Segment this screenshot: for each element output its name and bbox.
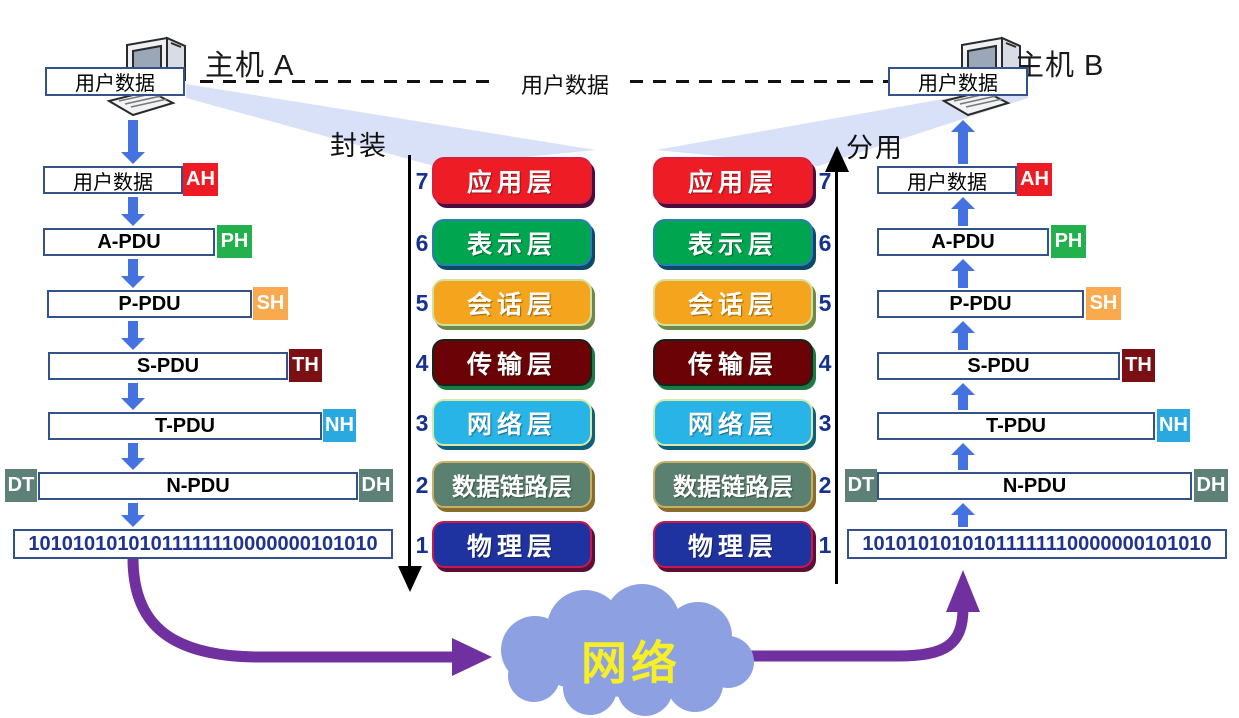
up-arrow-icon: [951, 197, 975, 226]
encapsulation-arrowhead-icon: [398, 566, 422, 592]
osi-layer-datalink: 数据链路层: [432, 461, 592, 508]
down-arrow-icon: [121, 503, 145, 527]
header-tag-nh: NH: [323, 409, 356, 442]
network-cloud: [501, 584, 754, 716]
osi-layer-presentation: 表示层: [653, 219, 813, 266]
pdu-row-p-pdu: P-PDU: [877, 290, 1084, 318]
host-a-label: 主机 A: [205, 50, 295, 82]
layer-number: 1: [818, 532, 832, 558]
layer-number: 7: [818, 168, 832, 194]
bitstream-box-left: 10101010101011111110000000101010: [13, 529, 393, 559]
demultiplexing-arrowhead-icon: [825, 146, 849, 172]
osi-layer-presentation: 表示层: [432, 219, 592, 266]
down-arrow-icon: [121, 197, 145, 226]
header-tag-nh: NH: [1157, 409, 1190, 442]
layer-number: 4: [818, 350, 832, 376]
demultiplexing-beam: [656, 84, 1028, 166]
pdu-row-a-pdu: A-PDU: [43, 228, 215, 256]
osi-layer-transport: 传输层: [432, 339, 592, 386]
link-dashed-line-left: [200, 80, 497, 83]
layer-number: 3: [415, 410, 429, 436]
flow-arrowhead-up: [946, 570, 980, 612]
flow-arrow-from-network: [747, 607, 969, 662]
layer-number: 2: [818, 472, 832, 498]
down-arrow-icon: [121, 321, 145, 350]
trailer-tag-dt: DT: [5, 469, 37, 502]
header-tag-ah: AH: [183, 163, 218, 196]
network-cloud-label: 网络: [581, 637, 681, 689]
pdu-row-a-pdu: A-PDU: [877, 228, 1049, 256]
demultiplexing-label: 分用: [846, 133, 904, 163]
pdu-row-s-pdu: S-PDU: [877, 352, 1120, 380]
host-b-label: 主机 B: [1015, 50, 1105, 82]
pdu-row-t-pdu: T-PDU: [48, 412, 322, 440]
layer-number: 7: [415, 168, 429, 194]
layer-number: 2: [415, 472, 429, 498]
header-tag-dh: DH: [359, 469, 393, 502]
layer-number: 6: [818, 230, 832, 256]
osi-layer-physical: 物理层: [653, 521, 813, 568]
down-arrow-icon: [121, 120, 145, 164]
header-tag-th: TH: [289, 349, 322, 382]
bitstream-box-right: 10101010101011111110000000101010: [847, 529, 1227, 559]
layer-number: 6: [415, 230, 429, 256]
layer-number: 5: [818, 290, 832, 316]
pdu-row-user-data: 用户数据: [43, 166, 183, 194]
osi-layer-network: 网络层: [653, 399, 813, 446]
up-arrow-icon: [951, 321, 975, 350]
osi-layer-physical: 物理层: [432, 521, 592, 568]
down-arrow-icon: [121, 443, 145, 470]
layer-number: 5: [415, 290, 429, 316]
host-a-user-data-box: 用户数据: [45, 67, 185, 96]
pdu-row-s-pdu: S-PDU: [48, 352, 288, 380]
flow-arrow-to-network: [127, 557, 452, 663]
osi-layer-application: 应用层: [432, 157, 592, 204]
encapsulation-label: 封装: [330, 131, 388, 161]
link-user-data-label: 用户数据: [520, 73, 609, 98]
layer-number: 3: [818, 410, 832, 436]
layer-number: 4: [415, 350, 429, 376]
header-tag-dh: DH: [1194, 469, 1228, 502]
header-tag-sh: SH: [253, 287, 288, 320]
down-arrow-icon: [121, 383, 145, 410]
up-arrow-icon: [951, 443, 975, 470]
osi-layer-session: 会话层: [432, 279, 592, 326]
header-tag-sh: SH: [1086, 287, 1121, 320]
pdu-row-t-pdu: T-PDU: [877, 412, 1155, 440]
osi-layer-application: 应用层: [653, 157, 813, 204]
pdu-row-p-pdu: P-PDU: [47, 290, 252, 318]
header-tag-ph: PH: [1051, 225, 1086, 258]
pdu-row-user-data: 用户数据: [877, 166, 1017, 194]
layer-number: 1: [415, 532, 429, 558]
up-arrow-icon: [951, 259, 975, 288]
up-arrow-icon: [951, 503, 975, 527]
osi-layer-session: 会话层: [653, 279, 813, 326]
up-arrow-icon: [951, 383, 975, 410]
osi-layer-datalink: 数据链路层: [653, 461, 813, 508]
encapsulation-beam: [186, 84, 596, 166]
host-b-user-data-box: 用户数据: [888, 67, 1028, 96]
trailer-tag-dt: DT: [845, 469, 877, 502]
up-arrow-icon: [951, 120, 975, 164]
header-tag-ah: AH: [1017, 163, 1052, 196]
link-dashed-line-right: [630, 80, 888, 83]
pdu-row-n-pdu: N-PDU: [877, 472, 1192, 500]
pdu-row-n-pdu: N-PDU: [38, 472, 358, 500]
down-arrow-icon: [121, 259, 145, 288]
flow-arrowhead-right: [452, 638, 492, 676]
osi-layer-transport: 传输层: [653, 339, 813, 386]
header-tag-th: TH: [1122, 349, 1155, 382]
header-tag-ph: PH: [217, 225, 252, 258]
demultiplexing-direction-line: [835, 168, 838, 584]
encapsulation-direction-line: [408, 155, 411, 569]
osi-layer-network: 网络层: [432, 399, 592, 446]
